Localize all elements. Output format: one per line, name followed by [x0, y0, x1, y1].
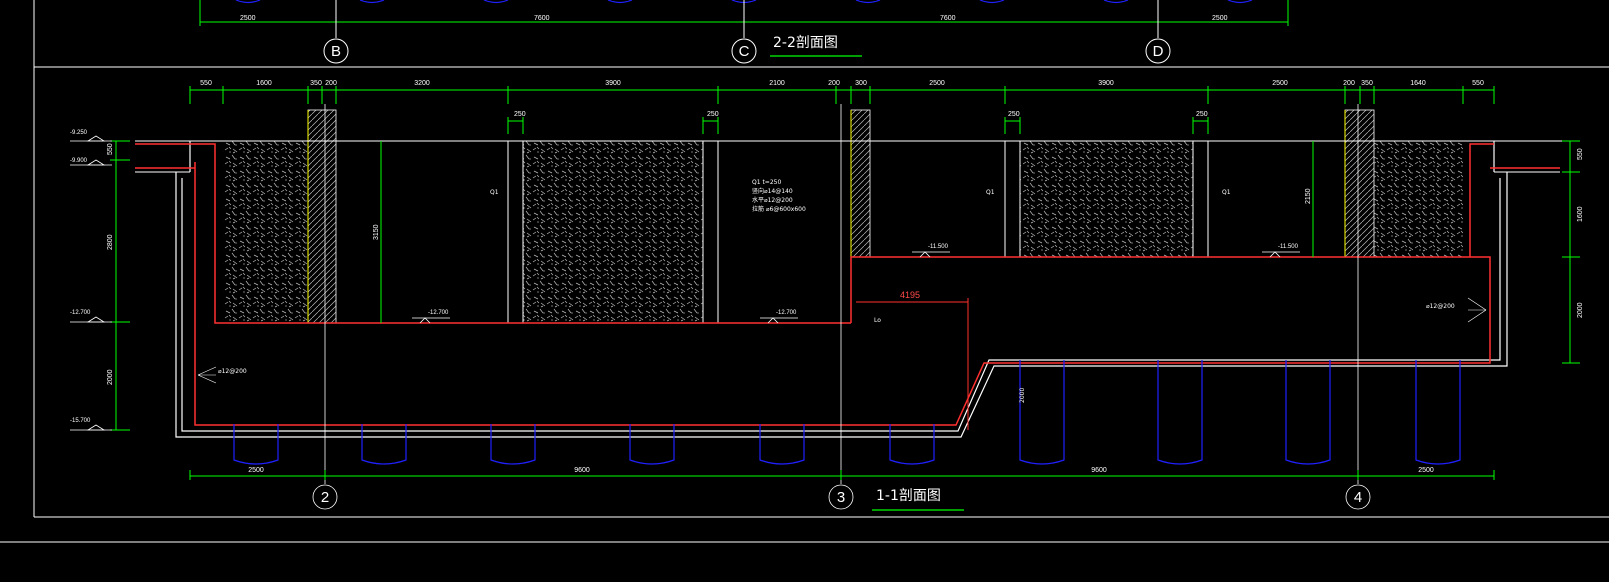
axis-bubble-D: D	[1153, 43, 1164, 60]
top-dim-350-right: 350	[1361, 80, 1373, 87]
top-dim-200-left: 200	[325, 80, 337, 87]
q1-label-3: Q1	[1222, 189, 1231, 196]
inner-elev-4: -11.500	[1278, 244, 1299, 250]
right-vdim-1600: 1600	[1577, 206, 1584, 222]
axis-bubble-3: 3	[837, 489, 845, 506]
rebar-outline	[135, 143, 1560, 426]
top-dim-550-left: 550	[200, 80, 212, 87]
left-elev-1: -9.250	[70, 130, 88, 136]
top-dim-1: 2500	[240, 15, 256, 22]
top-dim-3: 7600	[940, 15, 956, 22]
axis-bubble-C: C	[739, 43, 750, 60]
bottom-dim-2: 9600	[574, 467, 590, 474]
axis-bubble-B: B	[331, 43, 341, 60]
q1-label-1: Q1	[490, 189, 499, 196]
wall-dim-2: 250	[707, 111, 719, 118]
top-dim-300: 300	[855, 80, 867, 87]
red-dim-4195: 4195	[900, 290, 920, 300]
rebar-label-left: ⌀12@200	[218, 368, 247, 375]
axis-bubble-2: 2	[321, 489, 329, 506]
top-dim-3900-right: 3900	[1098, 80, 1114, 87]
top-dim-4: 2500	[1212, 15, 1228, 22]
top-dim-3200: 3200	[414, 80, 430, 87]
soil-fill-1	[223, 141, 308, 323]
soil-fill-2	[523, 141, 703, 323]
top-dim-200-right: 200	[1343, 80, 1355, 87]
rebar-note-4: 拉筋 ⌀6@600x600	[752, 205, 806, 213]
top-dim-2500-right: 2500	[1272, 80, 1288, 87]
top-dim-1600: 1600	[256, 80, 272, 87]
top-dim-2: 7600	[534, 15, 550, 22]
rebar-note-1: Q1 t=250	[752, 179, 781, 186]
structure-outline	[175, 141, 1508, 438]
height-dim-2: 2150	[1305, 188, 1312, 204]
top-dim-2500-left: 2500	[929, 80, 945, 87]
top-dim-350-left: 350	[310, 80, 322, 87]
rebar-note-2: 竖向⌀14@140	[752, 187, 793, 195]
lo-label: Lo	[874, 317, 881, 324]
left-elev-3: -12.700	[70, 310, 91, 316]
top-dim-3900-left: 3900	[605, 80, 621, 87]
bottom-dim-4: 2500	[1418, 467, 1434, 474]
left-elev-4: -15.700	[70, 418, 91, 424]
slope-dim: 2000	[1019, 388, 1026, 403]
height-dim-1: 3150	[373, 224, 380, 240]
left-vdim-2800: 2800	[107, 234, 114, 250]
rebar-label-right: ⌀12@200	[1426, 303, 1455, 310]
bottom-dim-1: 2500	[248, 467, 264, 474]
right-vdim-550: 550	[1577, 148, 1584, 160]
left-vdim-550: 550	[107, 143, 114, 155]
wall-dim-4: 250	[1196, 111, 1208, 118]
section-title-1-1: 1-1剖面图	[876, 488, 941, 504]
soil-fill-4	[1374, 141, 1463, 257]
main-section: 550 1600 350 200 3200 3900 2100 200 300 …	[70, 80, 1584, 511]
rebar-note-3: 水平⌀12@200	[752, 196, 793, 204]
left-elev-2: -9.900	[70, 158, 88, 164]
top-dim-550-right: 550	[1472, 80, 1484, 87]
top-dim-1640: 1640	[1410, 80, 1426, 87]
frame	[0, 0, 1609, 543]
wall-dim-3: 250	[1008, 111, 1020, 118]
inner-elev-2: -12.700	[776, 310, 797, 316]
left-vdim-2000: 2000	[107, 369, 114, 385]
axis-bubble-4: 4	[1354, 489, 1362, 506]
section-title-2-2: 2-2剖面图	[773, 35, 838, 51]
top-dimension-line	[189, 86, 1495, 104]
top-dim-2100: 2100	[769, 80, 785, 87]
wall-dim-1: 250	[514, 111, 526, 118]
right-vdim-2000: 2000	[1577, 302, 1584, 318]
inner-elev-3: -11.500	[928, 244, 949, 250]
top-dim-200-mid: 200	[828, 80, 840, 87]
soil-fill-3	[1020, 141, 1193, 257]
bottom-dim-3: 9600	[1091, 467, 1107, 474]
inner-elev-1: -12.700	[428, 310, 449, 316]
top-section: 2500 7600 7600 2500 B C D 2-2剖面图	[199, 0, 1289, 64]
q1-label-2: Q1	[986, 189, 995, 196]
piles	[233, 360, 1461, 465]
